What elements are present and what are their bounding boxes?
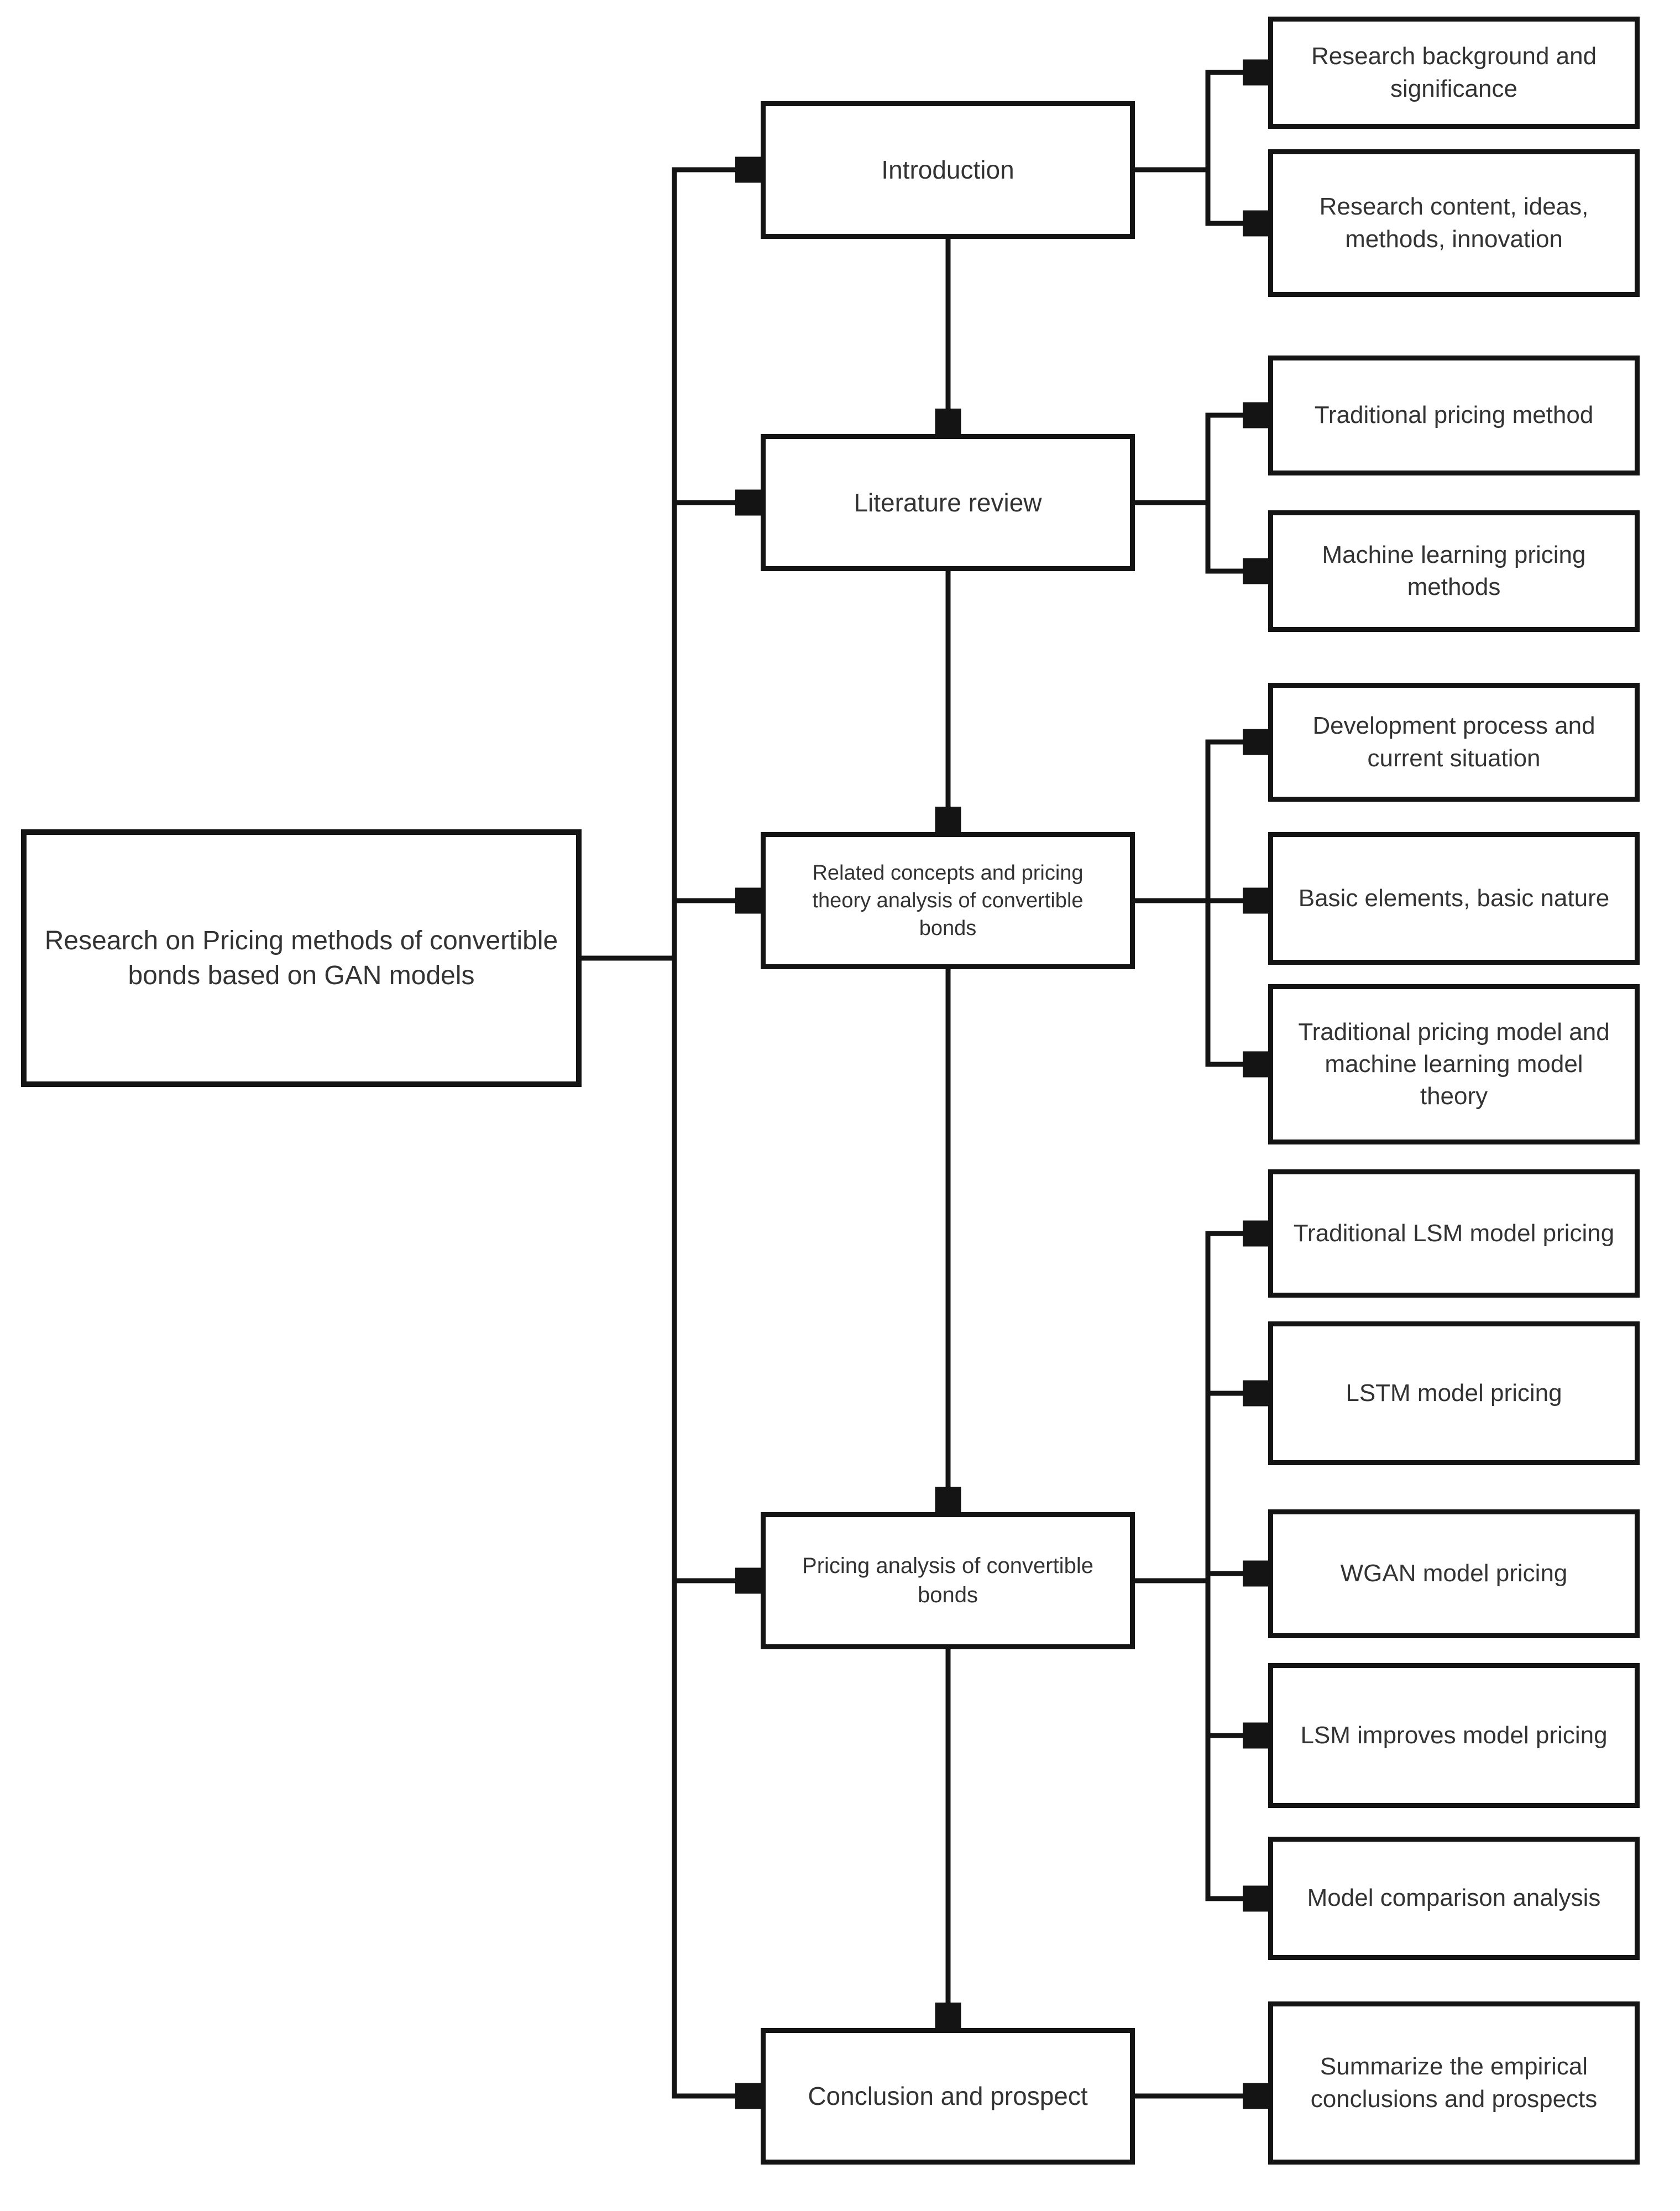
node-pricing-analysis: Pricing analysis of convertible bonds [761, 1512, 1135, 1649]
node-traditional-lsm-pricing: Traditional LSM model pricing [1268, 1169, 1640, 1298]
node-model-theory: Traditional pricing model and machine le… [1268, 984, 1640, 1144]
node-root: Research on Pricing methods of convertib… [21, 829, 582, 1087]
node-lstm-pricing: LSTM model pricing [1268, 1321, 1640, 1465]
node-introduction: Introduction [761, 101, 1135, 239]
node-conclusion: Conclusion and prospect [761, 2028, 1135, 2165]
node-model-comparison: Model comparison analysis [1268, 1837, 1640, 1960]
node-research-background: Research background and significance [1268, 17, 1640, 129]
node-machine-learning-methods: Machine learning pricing methods [1268, 510, 1640, 632]
node-literature-review: Literature review [761, 434, 1135, 571]
node-lsm-improves-pricing: LSM improves model pricing [1268, 1663, 1640, 1808]
node-related-concepts: Related concepts and pricing theory anal… [761, 832, 1135, 969]
node-summarize: Summarize the empirical conclusions and … [1268, 2001, 1640, 2165]
node-research-content: Research content, ideas, methods, innova… [1268, 149, 1640, 297]
node-development-process: Development process and current situatio… [1268, 683, 1640, 802]
node-wgan-pricing: WGAN model pricing [1268, 1509, 1640, 1638]
node-traditional-pricing-method: Traditional pricing method [1268, 356, 1640, 475]
node-basic-elements: Basic elements, basic nature [1268, 832, 1640, 965]
